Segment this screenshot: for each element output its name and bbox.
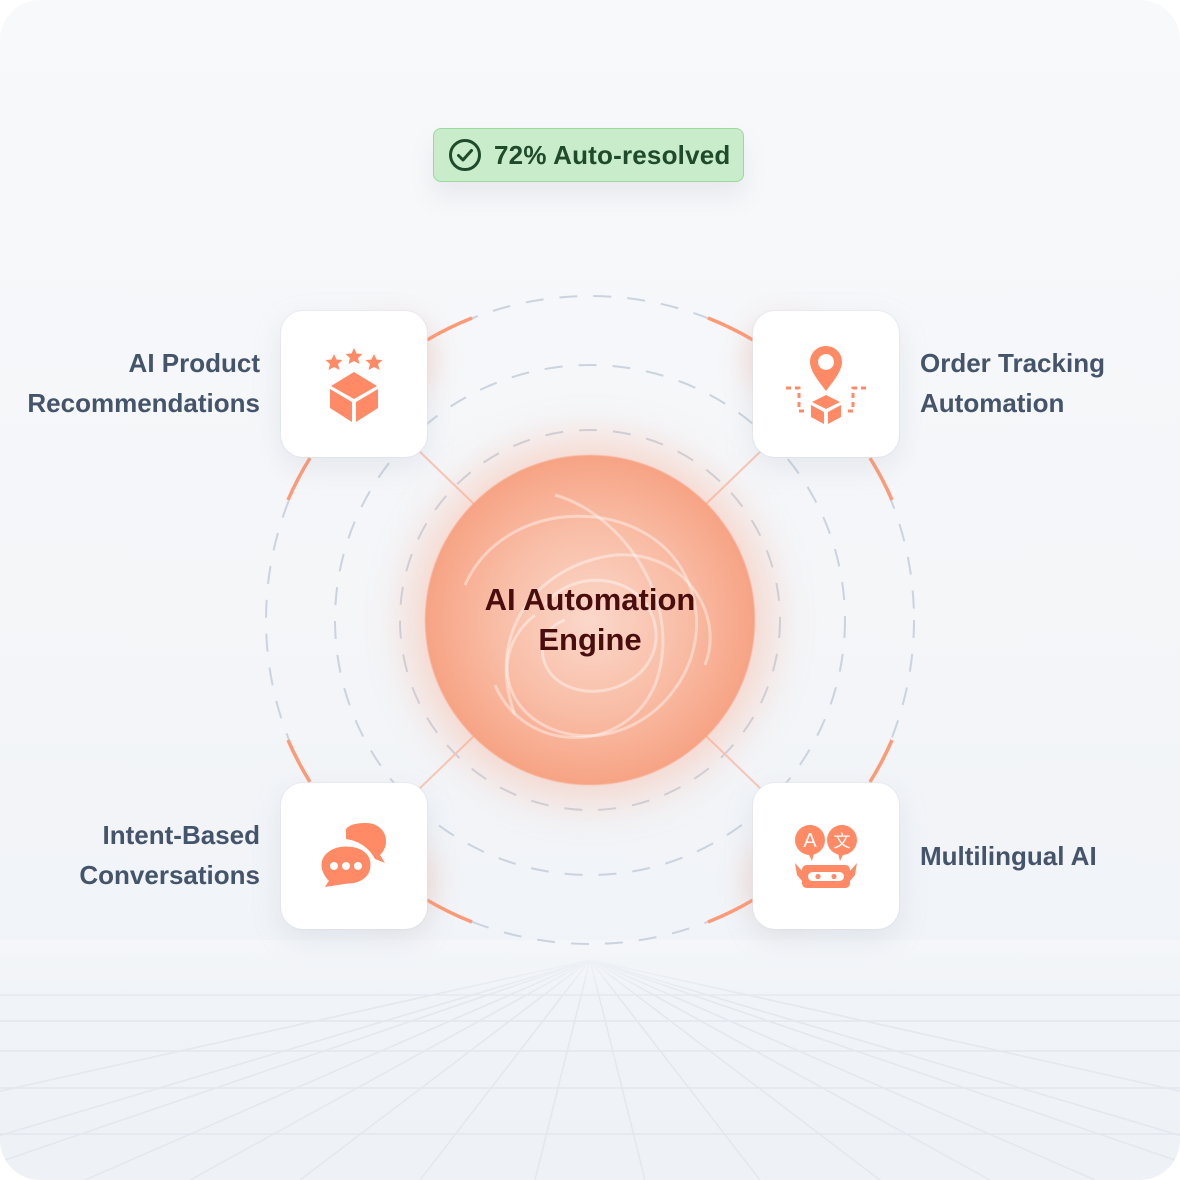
label-line1: Intent-Based	[102, 820, 260, 850]
feature-label-product-recommendations: AI Product Recommendations	[0, 343, 260, 423]
svg-text:文: 文	[834, 832, 851, 852]
ai-engine-core	[425, 455, 755, 785]
feature-label-intent-conversations: Intent-Based Conversations	[0, 815, 260, 895]
translate-robot-icon: A 文	[795, 825, 857, 888]
check-circle-icon	[449, 139, 481, 171]
label-line2: Recommendations	[27, 388, 260, 418]
feature-label-order-tracking: Order Tracking Automation	[920, 343, 1160, 423]
box-with-stars-icon	[325, 348, 383, 422]
label-line2: Automation	[920, 388, 1065, 418]
location-pin-box-icon	[786, 346, 866, 424]
auto-resolved-text: 72% Auto-resolved	[494, 139, 731, 170]
auto-resolved-badge: 72% Auto-resolved	[433, 128, 744, 182]
label-line1: Multilingual AI	[920, 841, 1097, 871]
label-line1: Order Tracking	[920, 348, 1105, 378]
core-title: AI Automation Engine	[425, 580, 755, 660]
core-swirl-pattern	[463, 493, 712, 739]
core-title-line1: AI Automation	[484, 582, 696, 617]
chat-bubbles-icon	[320, 823, 386, 889]
feature-card-intent-conversations[interactable]	[281, 783, 427, 929]
core-title-line2: Engine	[538, 622, 642, 657]
feature-card-product-recommendations[interactable]	[281, 311, 427, 457]
feature-label-multilingual: Multilingual AI	[920, 836, 1160, 876]
feature-card-order-tracking[interactable]	[753, 311, 899, 457]
svg-text:A: A	[803, 830, 817, 852]
feature-card-multilingual[interactable]: A 文	[753, 783, 899, 929]
label-line1: AI Product	[128, 348, 260, 378]
label-line2: Conversations	[79, 860, 260, 890]
